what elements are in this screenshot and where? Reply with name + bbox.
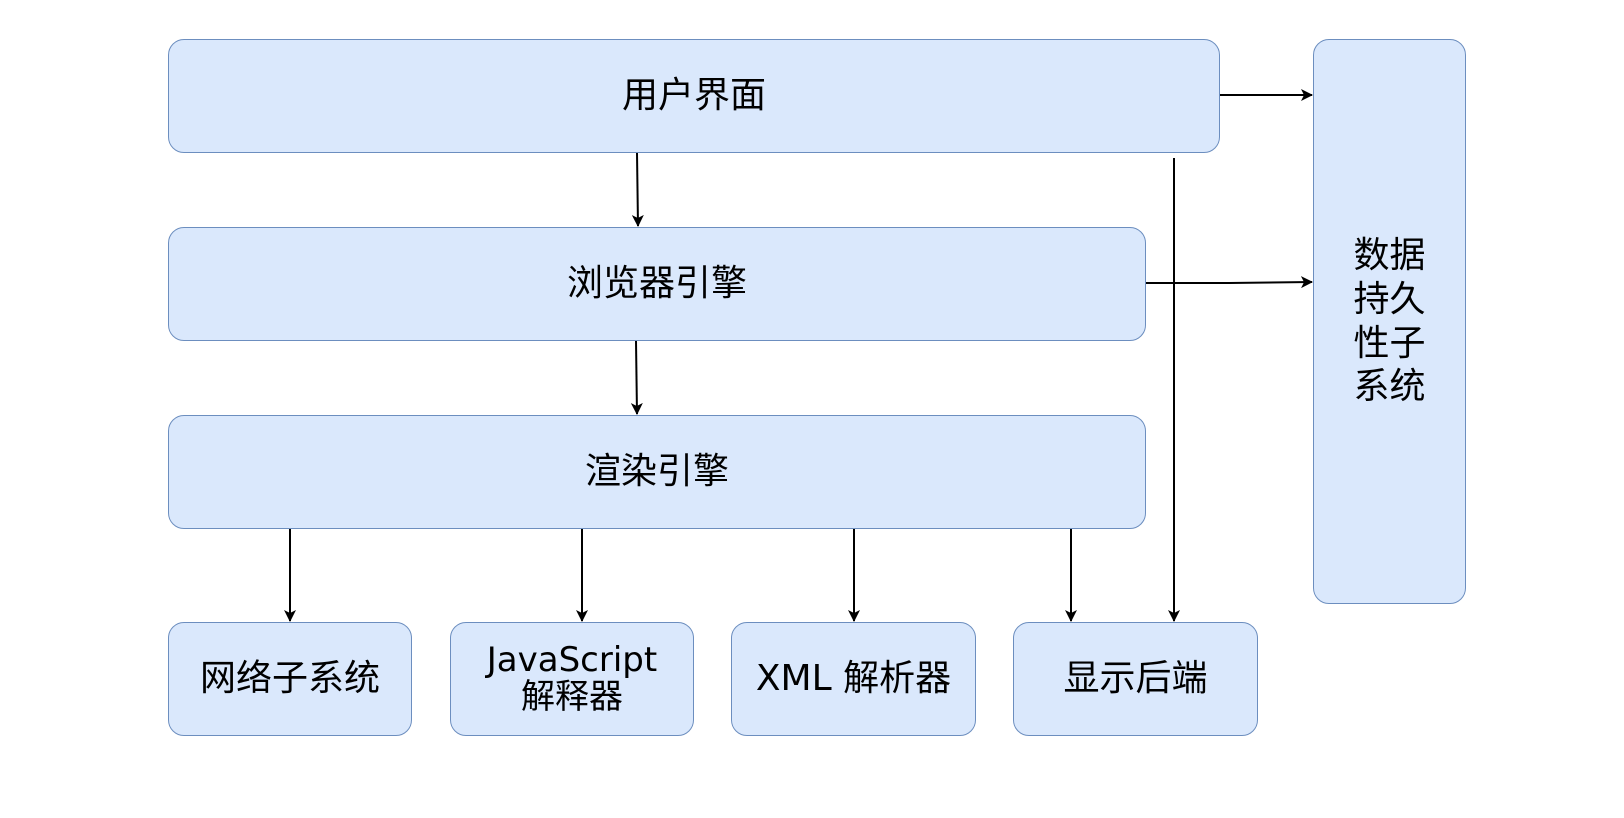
node-browser-engine-label: 浏览器引擎 — [566, 263, 747, 305]
edge-ui-to-browser-engine — [631, 152, 644, 227]
edge-browser-engine-to-data-persistence — [1146, 276, 1313, 289]
node-user-interface-label: 用户界面 — [621, 75, 766, 117]
node-user-interface: 用户界面 — [168, 39, 1220, 153]
node-display-backend: 显示后端 — [1013, 622, 1258, 736]
node-js-interpreter: JavaScript 解释器 — [450, 622, 694, 736]
node-data-persistence-label: 数据持久性子系统 — [1353, 234, 1426, 408]
node-js-interpreter-label-line2: 解释器 — [521, 677, 623, 717]
node-rendering-engine: 渲染引擎 — [168, 415, 1146, 529]
node-rendering-engine-label: 渲染引擎 — [584, 451, 729, 493]
node-networking-label: 网络子系统 — [199, 658, 380, 700]
node-data-persistence: 数据持久性子系统 — [1313, 39, 1466, 604]
node-xml-parser: XML 解析器 — [731, 622, 976, 736]
node-js-interpreter-label-line1: JavaScript — [486, 640, 658, 681]
node-js-interpreter-label: JavaScript 解释器 — [487, 642, 657, 715]
edge-browser-engine-to-rendering-engine — [630, 340, 643, 415]
node-browser-engine: 浏览器引擎 — [168, 227, 1146, 341]
node-xml-parser-label: XML 解析器 — [755, 658, 952, 700]
node-networking: 网络子系统 — [168, 622, 412, 736]
node-display-backend-label: 显示后端 — [1063, 658, 1208, 700]
